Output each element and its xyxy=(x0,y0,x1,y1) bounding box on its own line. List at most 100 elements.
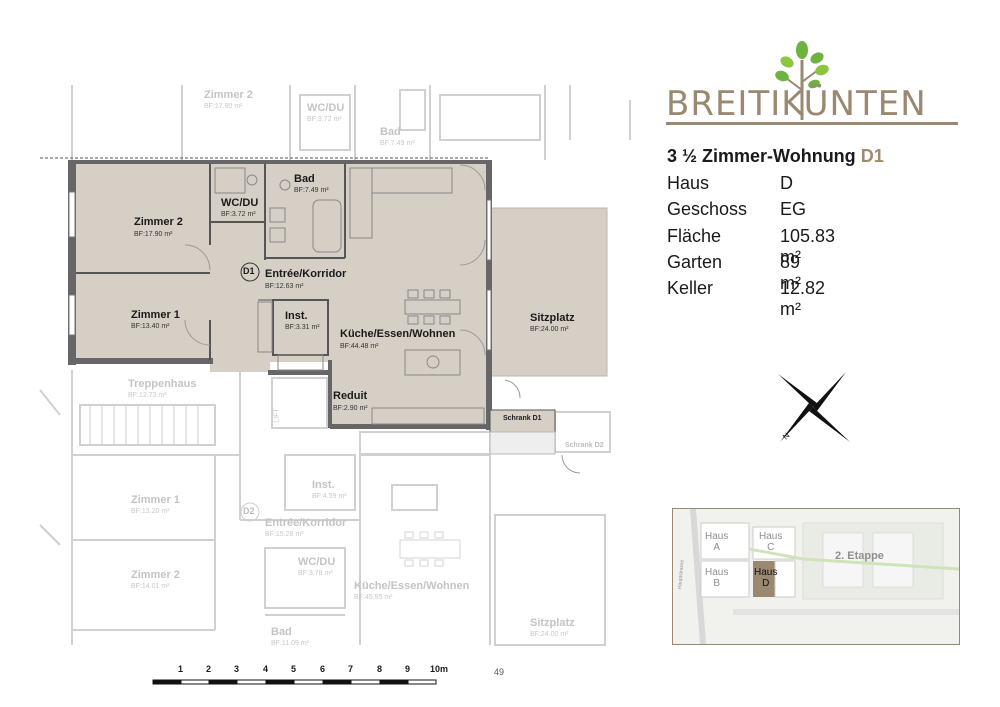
site-plan-minimap: Haus A Haus B Haus C Haus D 2. Etappe Ha… xyxy=(672,508,960,645)
unit-d1-marker: D1 xyxy=(243,266,255,276)
ghost-inst-d2-name: Inst. xyxy=(312,479,335,491)
ghost-zimmer2-d2-name: Zimmer 2 xyxy=(131,569,180,581)
room-kueche-name: Küche/Essen/Wohnen xyxy=(340,328,456,340)
ghost-bad-d2-name: Bad xyxy=(271,626,292,638)
page-number: 49 xyxy=(494,667,505,677)
north-arrow-icon: N xyxy=(778,372,850,442)
room-zimmer1-name: Zimmer 1 xyxy=(131,309,180,321)
brand-logo-text: BREITIKÜNTEN xyxy=(666,84,927,124)
ghost-zimmer1-d2-area: BF:13.20 m² xyxy=(131,508,170,515)
furniture xyxy=(214,167,485,425)
room-inst-area: BF:3.31 m² xyxy=(285,324,320,331)
site-haus-b: Haus B xyxy=(705,567,729,589)
site-haus-c: Haus C xyxy=(759,531,783,553)
schrank-d2-box xyxy=(489,431,556,455)
scale-label-5: 5 xyxy=(291,664,297,674)
scale-label-2: 2 xyxy=(206,664,212,674)
room-wcdu-name: WC/DU xyxy=(221,197,259,209)
unit-title: 3 ½ Zimmer-Wohnung D1 xyxy=(667,146,884,167)
ghost-unit-d2-marker: D2 xyxy=(243,506,255,516)
tree-icon xyxy=(775,41,829,120)
scale-label-8: 8 xyxy=(377,664,383,674)
room-zimmer1-area: BF:13.40 m² xyxy=(131,323,170,330)
ghost-zimmer2-top-area: BF:17.90 m² xyxy=(204,103,243,110)
ghost-wcdu-top-name: WC/DU xyxy=(307,102,345,114)
site-plan-drawing xyxy=(673,508,960,645)
ghost-wcdu-d2-area: BF:3.78 m² xyxy=(298,570,333,577)
info-value: EG xyxy=(780,199,807,219)
info-row-geschoss: Geschoss EG xyxy=(667,199,806,220)
info-value: D xyxy=(780,173,793,193)
room-wcdu-area: BF:3.72 m² xyxy=(221,211,256,218)
info-row-keller: Keller 12.82 m² xyxy=(667,278,825,319)
info-label: Garten xyxy=(667,252,723,272)
scale-label-4: 4 xyxy=(263,664,269,674)
room-kueche-area: BF:44.48 m² xyxy=(340,343,379,350)
schrank-d1-label: Schrank D1 xyxy=(503,415,542,422)
scale-label-10m: 10m xyxy=(430,664,449,674)
ghost-bad-top-name: Bad xyxy=(380,126,401,138)
room-entree-name: Entrée/Korridor xyxy=(265,268,347,280)
brand-underline xyxy=(666,122,958,125)
sitzplatz-area xyxy=(489,207,608,377)
site-etappe-2: 2. Etappe xyxy=(835,550,884,562)
info-label: Keller xyxy=(667,278,714,298)
ghost-kueche-d2-name: Küche/Essen/Wohnen xyxy=(354,580,470,592)
stairs xyxy=(89,405,199,445)
info-row-haus: Haus D xyxy=(667,173,793,194)
room-reduit-area: BF:2.90 m² xyxy=(333,405,368,412)
scale-label-7: 7 xyxy=(348,664,354,674)
ghost-wcdu-d2-name: WC/DU xyxy=(298,556,336,568)
svg-text:N: N xyxy=(781,431,792,442)
ghost-walls xyxy=(39,85,631,646)
ghost-bad-top-area: BF:7.49 m² xyxy=(380,140,415,147)
site-haus-a: Haus A xyxy=(705,531,729,553)
ghost-entree-d2-area: BF:15.28 m² xyxy=(265,531,304,538)
schrank-d2-label: Schrank D2 xyxy=(565,442,604,449)
windows xyxy=(68,191,492,351)
ghost-entree-d2-name: Entrée/Korridor xyxy=(265,517,347,529)
unit-d1-floor xyxy=(72,162,487,427)
ghost-zimmer1-d2-name: Zimmer 1 xyxy=(131,494,180,506)
ghost-zimmer2-d2-area: BF:14.01 m² xyxy=(131,583,170,590)
room-sitzplatz-area: BF:24.00 m² xyxy=(530,326,569,333)
ghost-dining-table xyxy=(399,531,461,567)
unit-d1-marker-circle xyxy=(240,262,260,282)
ghost-inst-d2-area: BF:4.59 m² xyxy=(312,493,347,500)
room-zimmer2-name: Zimmer 2 xyxy=(134,216,183,228)
ghost-kueche-d2-area: BF:45.95 m² xyxy=(354,594,393,601)
floor-plan xyxy=(39,85,631,685)
ghost-wcdu-top-area: BF:3.72 m² xyxy=(307,116,342,123)
info-row-garten: Garten 89 m² xyxy=(667,252,801,293)
room-bad-name: Bad xyxy=(294,173,315,185)
info-label: Haus xyxy=(667,173,710,193)
room-sitzplatz-name: Sitzplatz xyxy=(530,312,575,324)
ghost-sitzplatz-d2-name: Sitzplatz xyxy=(530,617,575,629)
scale-bar xyxy=(152,679,437,685)
info-value: 12.82 m² xyxy=(780,278,826,319)
info-label: Geschoss xyxy=(667,199,748,219)
info-value: 105.83 m² xyxy=(780,226,836,267)
room-zimmer2-area: BF:17.90 m² xyxy=(134,231,173,238)
ghost-bad-d2-area: BF:11.09 m² xyxy=(271,640,309,647)
ghost-treppenhaus-name: Treppenhaus xyxy=(128,378,197,390)
room-inst-name: Inst. xyxy=(285,310,308,322)
door-swings xyxy=(184,164,581,474)
scale-label-3: 3 xyxy=(234,664,240,674)
ghost-treppenhaus-area: BF:12.73 m² xyxy=(128,392,167,399)
ghost-lift-label: LIFT xyxy=(273,408,281,423)
scale-label-9: 9 xyxy=(405,664,411,674)
ghost-sitzplatz-d2-area: BF:24.00 m² xyxy=(530,631,569,638)
info-label: Fläche xyxy=(667,226,722,246)
scale-label-6: 6 xyxy=(320,664,326,674)
unit-d2-marker-circle xyxy=(240,502,260,522)
site-haus-d: Haus D xyxy=(754,567,778,589)
info-row-flaeche: Fläche 105.83 m² xyxy=(667,226,835,267)
ghost-zimmer2-top-name: Zimmer 2 xyxy=(204,89,253,101)
unit-title-prefix: 3 ½ Zimmer-Wohnung xyxy=(667,146,856,166)
scale-label-1: 1 xyxy=(178,664,184,674)
room-bad-area: BF:7.49 m² xyxy=(294,187,329,194)
room-entree-area: BF:12.63 m² xyxy=(265,283,304,290)
room-reduit-name: Reduit xyxy=(333,390,368,402)
info-value: 89 m² xyxy=(780,252,801,293)
